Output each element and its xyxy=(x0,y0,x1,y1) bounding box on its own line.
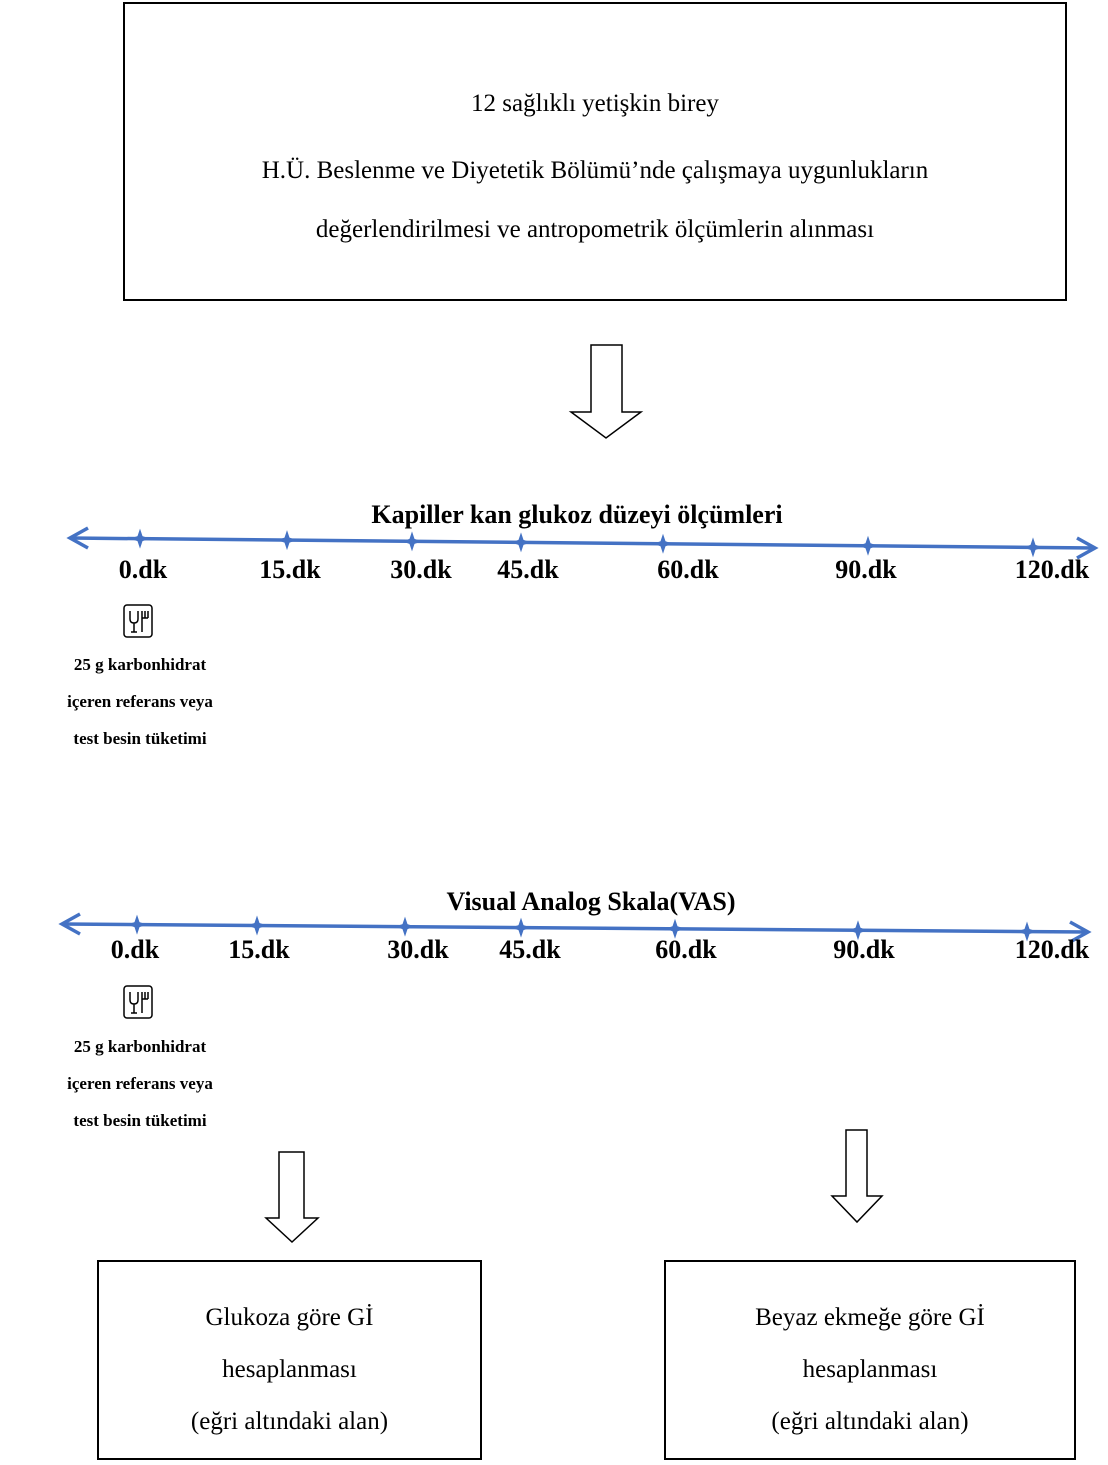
timeline-tick-marker xyxy=(277,530,297,551)
result-glucose-line2: hesaplanması xyxy=(222,1356,357,1383)
fork-glass-icon xyxy=(123,604,153,638)
result-box-white-bread: Beyaz ekmeğe göre Gİ hesaplanması (eğri … xyxy=(664,1260,1076,1460)
result-bread-line2: hesaplanması xyxy=(802,1356,938,1383)
result-box-glucose: Glukoza göre Gİ hesaplanması (eğri altın… xyxy=(97,1260,482,1460)
timeline-line xyxy=(61,922,1089,934)
timeline-tick-label: 60.dk xyxy=(655,935,717,964)
timeline-tick-marker xyxy=(665,918,685,939)
result-glucose-line3: (eğri altındaki alan) xyxy=(190,1408,389,1435)
participants-evaluation-line2: değerlendirilmesi ve antropometrik ölçüm… xyxy=(315,216,875,243)
participants-box: 12 sağlıklı yetişkin birey H.Ü. Beslenme… xyxy=(123,2,1067,301)
result-bread-line1: Beyaz ekmeğe göre Gİ xyxy=(755,1304,985,1331)
meal-note-line: 25 g karbonhidrat xyxy=(73,655,207,674)
arrowhead-right xyxy=(1076,536,1099,560)
timeline-tick-marker xyxy=(127,914,147,935)
meal-note-vas: 25 g karbonhidrat içeren referans veya t… xyxy=(20,1028,260,1139)
timeline-tick-label: 120.dk xyxy=(1014,935,1090,964)
timeline-tick-marker xyxy=(848,920,868,941)
timeline-tick-label: 60.dk xyxy=(657,555,719,584)
timeline-tick-label: 90.dk xyxy=(833,935,895,964)
down-arrow-top xyxy=(568,344,644,439)
arrowhead-right xyxy=(1069,920,1092,944)
timeline-tick-marker xyxy=(1017,921,1037,942)
result-bread-line3: (eğri altındaki alan) xyxy=(771,1408,969,1435)
timeline-tick-label: 0.dk xyxy=(110,935,160,964)
timeline-tick-marker xyxy=(395,916,415,937)
timeline-tick-label: 15.dk xyxy=(259,555,321,584)
timeline-tick-label: 120.dk xyxy=(1014,555,1090,584)
timeline-glucose-title: Kapiller kan glukoz düzeyi ölçümleri xyxy=(371,500,783,529)
down-arrow-right xyxy=(830,1129,884,1224)
result-glucose-line1: Glukoza göre Gİ xyxy=(205,1304,374,1331)
arrowhead-left xyxy=(66,526,89,550)
meal-note-glucose: 25 g karbonhidrat içeren referans veya t… xyxy=(20,646,260,757)
meal-note-line: içeren referans veya xyxy=(67,1074,213,1093)
participants-evaluation-line1: H.Ü. Beslenme ve Diyetetik Bölümü’nde ça… xyxy=(261,157,929,184)
timeline-tick-label: 30.dk xyxy=(387,935,449,964)
down-arrow-left xyxy=(264,1151,320,1244)
timeline-tick-marker xyxy=(1023,537,1043,558)
timeline-line xyxy=(69,536,1096,550)
arrowhead-left xyxy=(58,912,81,936)
timeline-vas-axis xyxy=(58,912,1092,944)
meal-note-line: içeren referans veya xyxy=(67,692,213,711)
meal-note-line: test besin tüketimi xyxy=(73,1111,207,1130)
timeline-tick-marker xyxy=(247,915,267,936)
fork-glass-icon xyxy=(123,985,153,1019)
timeline-glucose-axis xyxy=(66,526,1099,560)
timeline-tick-marker xyxy=(402,531,422,552)
timeline-tick-marker xyxy=(130,528,150,549)
timeline-tick-marker xyxy=(511,917,531,938)
timeline-tick-marker xyxy=(653,533,673,554)
timeline-tick-label: 90.dk xyxy=(835,555,897,584)
timeline-tick-label: 0.dk xyxy=(118,555,168,584)
timeline-tick-label: 45.dk xyxy=(497,555,559,584)
participants-count: 12 sağlıklı yetişkin birey xyxy=(471,90,719,117)
timeline-tick-label: 30.dk xyxy=(390,555,452,584)
timeline-tick-label: 45.dk xyxy=(499,935,561,964)
timeline-tick-marker xyxy=(858,535,878,556)
timeline-tick-label: 15.dk xyxy=(228,935,290,964)
timeline-tick-marker xyxy=(511,532,531,553)
meal-note-line: test besin tüketimi xyxy=(73,729,207,748)
meal-note-line: 25 g karbonhidrat xyxy=(73,1037,207,1056)
timeline-vas-title: Visual Analog Skala(VAS) xyxy=(446,887,736,916)
